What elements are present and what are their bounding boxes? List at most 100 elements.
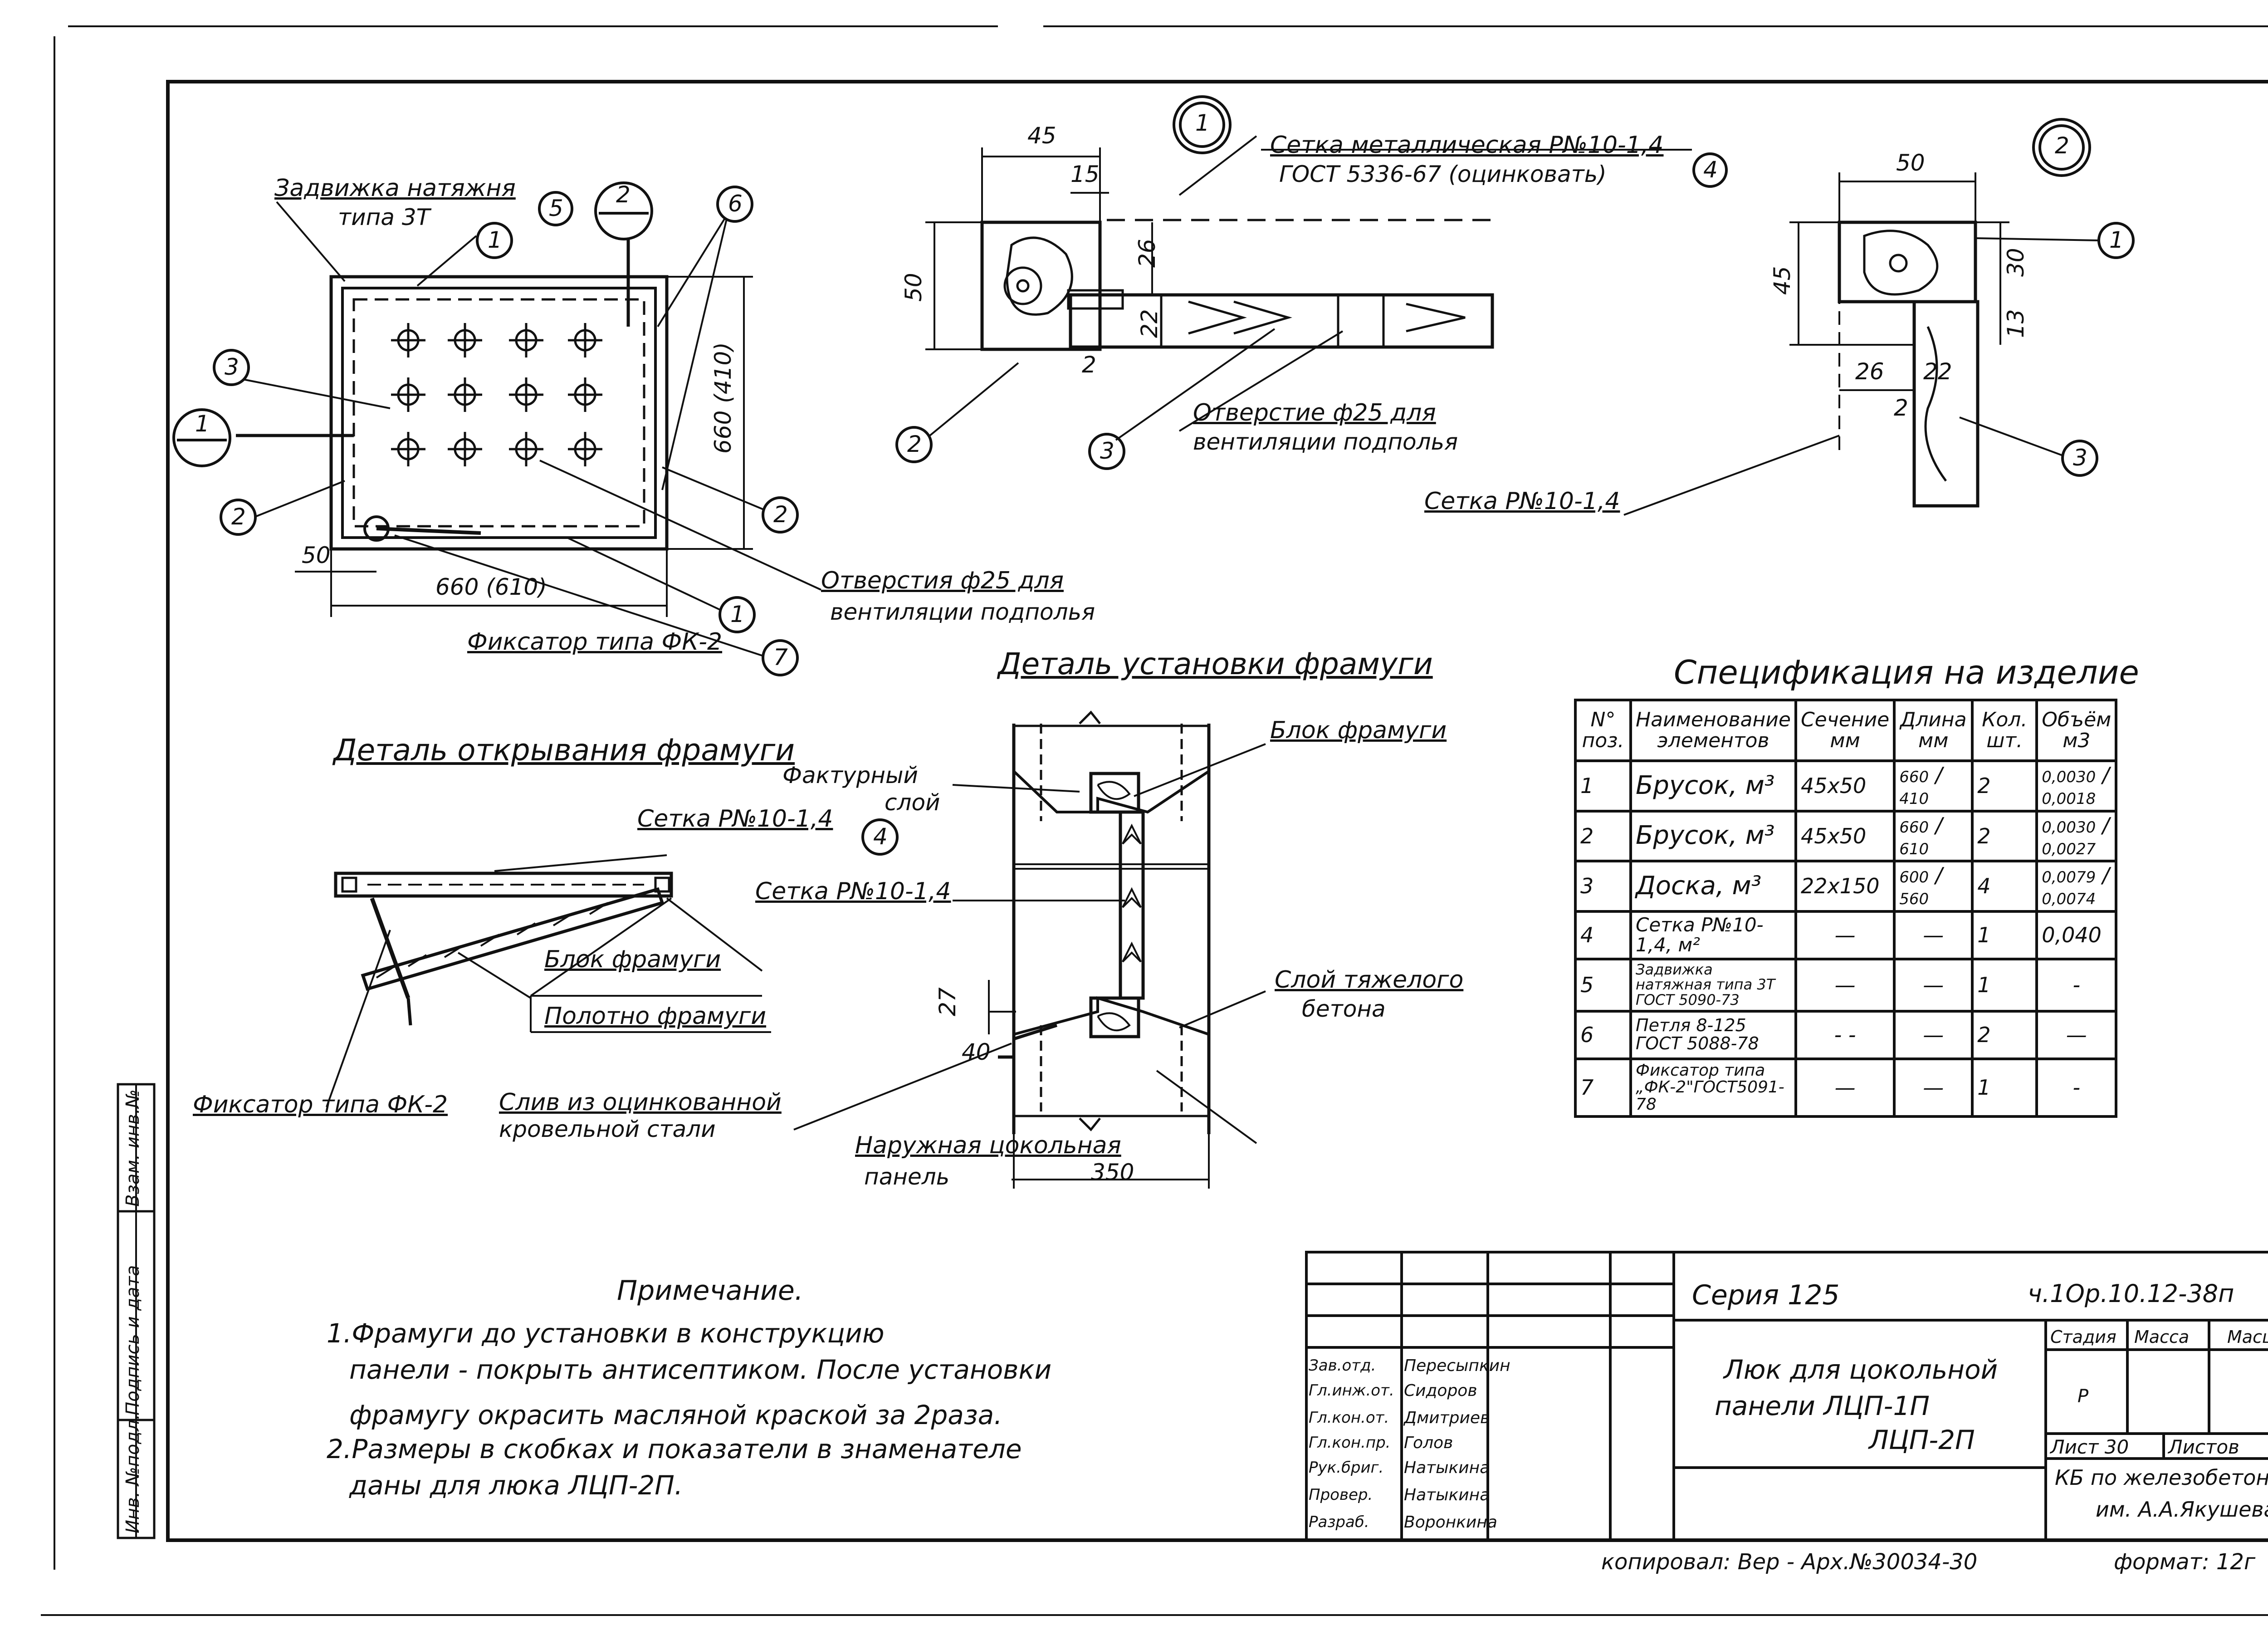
- section-1: [925, 135, 1692, 441]
- s1-dim-22: 22: [1136, 309, 1163, 338]
- stamp-mass-header: Масса: [2134, 1327, 2190, 1347]
- latch-type-label: типа 3Т: [338, 204, 430, 230]
- stamp-org-2: им. А.А.Якушева: [2096, 1497, 2268, 1522]
- callout-4b: 4: [873, 823, 888, 850]
- callout-5: 5: [549, 195, 563, 221]
- dim-660-410: 660 (410): [710, 342, 736, 454]
- spec-volume: —: [2035, 1009, 2118, 1060]
- spec-pos: 4: [1574, 910, 1632, 960]
- spec-pos: 7: [1574, 1057, 1632, 1118]
- detail-opening: [326, 854, 771, 1107]
- plan-fixator-label: Фиксатор типа ФК-2: [467, 628, 723, 656]
- spec-volume: -: [2035, 957, 2118, 1013]
- spec-h-volume: Объём м3: [2035, 699, 2118, 762]
- stamp-code: ч.1Ор.10.12-38п: [2028, 1279, 2234, 1308]
- spec-length: 660 / 610: [1893, 809, 1974, 863]
- stamp-title-2: панели ЛЦП-1П: [1715, 1390, 1930, 1421]
- spec-len-bot: 610: [1899, 840, 1929, 858]
- spec-table: N° поз. Наименование элементов Сечение м…: [1574, 699, 2118, 1118]
- spec-len-top: 600: [1899, 868, 1929, 887]
- stamp-person-5: Натыкина: [1404, 1459, 1490, 1477]
- spec-len-bot: 560: [1899, 890, 1929, 909]
- spec-length: 600 / 560: [1893, 860, 1974, 913]
- s2-dim-45: 45: [1769, 266, 1795, 295]
- s2-dim-30: 30: [2003, 248, 2029, 277]
- callout-2c: 2: [907, 431, 922, 457]
- spec-qty: 1: [1971, 910, 2038, 960]
- spec-h-length: Длина мм: [1893, 699, 1974, 762]
- spec-h-section: Сечение мм: [1794, 699, 1896, 762]
- spec-qty: 1: [1971, 1057, 2038, 1118]
- side-inv-replaced: Взам. инв.№: [122, 1089, 143, 1207]
- spec-section: —: [1794, 910, 1896, 960]
- s1-dim-15: 15: [1070, 161, 1100, 187]
- spec-pos: 1: [1574, 759, 1632, 813]
- textured-layer-label: Фактурный: [782, 762, 918, 788]
- latch-label: Задвижка натяжня: [274, 175, 516, 202]
- spec-length: —: [1893, 910, 1974, 960]
- stamp-stage: Р: [2077, 1386, 2089, 1407]
- s1-dim-2: 2: [1082, 352, 1096, 378]
- plan-view: [236, 201, 821, 656]
- stamp-person-6: Натыкина: [1404, 1486, 1490, 1504]
- spec-section: —: [1794, 1057, 1896, 1118]
- spec-pos: 2: [1574, 809, 1632, 863]
- spec-name: Брусок, м³: [1629, 759, 1797, 813]
- spec-qty: 2: [1971, 809, 2038, 863]
- stamp-person-3: Дмитриев: [1404, 1409, 1490, 1427]
- spec-h-pos: N° поз.: [1574, 699, 1632, 762]
- install-block-label: Блок фрамуги: [1270, 717, 1447, 744]
- spec-header-row: N° поз. Наименование элементов Сечение м…: [1574, 699, 2118, 762]
- stamp-role-1: Зав.отд.: [1309, 1356, 1376, 1375]
- dim-27: 27: [934, 987, 961, 1016]
- spec-volume: 0,0030 / 0,0027: [2035, 809, 2118, 863]
- stamp-person-4: Голов: [1404, 1434, 1453, 1452]
- s2-dim-50: 50: [1896, 150, 1925, 176]
- spec-length: —: [1893, 957, 1974, 1013]
- stamp-title-3: ЛЦП-2П: [1869, 1425, 1975, 1455]
- callout-3c: 3: [2073, 445, 2087, 471]
- spec-pos: 5: [1574, 957, 1632, 1013]
- spec-length: —: [1893, 1009, 1974, 1060]
- detail-install-title: Деталь установки фрамуги: [998, 646, 1433, 681]
- callout-7: 7: [773, 644, 788, 671]
- callout-1b: 1: [730, 601, 745, 627]
- spec-volume: 0,0030 / 0,0018: [2035, 759, 2118, 813]
- holes-label: Отверстия ф25 для: [821, 567, 1064, 594]
- dim-350: 350: [1091, 1159, 1134, 1185]
- spec-h-name: Наименование элементов: [1629, 699, 1797, 762]
- spec-vol-top: 0,0030: [2042, 768, 2096, 786]
- heavy-concrete-label-2: бетона: [1302, 996, 1386, 1022]
- callout-1c: 1: [2109, 227, 2124, 253]
- callout-1a: 1: [488, 227, 502, 253]
- stamp-role-6: Провер.: [1309, 1486, 1373, 1504]
- hole-label: Отверстие ф25 для: [1193, 399, 1436, 426]
- spec-len-bot: 410: [1899, 790, 1929, 808]
- install-mesh-label: Сетка Р№10-1,4: [755, 878, 951, 905]
- callout-circles: [172, 95, 2135, 856]
- table-row: 3 Доска, м³ 22x150 600 / 560 4 0,0079 / …: [1574, 860, 2118, 913]
- textured-layer-label-2: слой: [885, 789, 940, 816]
- spec-section: —: [1794, 957, 1896, 1013]
- stamp-person-1: Пересыпкин: [1404, 1356, 1510, 1375]
- spec-vol-bot: 0,0027: [2042, 840, 2096, 858]
- callout-4a: 4: [1703, 157, 1718, 183]
- side-sign-date: Подпись и дата: [122, 1265, 143, 1415]
- s2-dim-26: 26: [1855, 358, 1884, 385]
- spec-name: Брусок, м³: [1629, 809, 1797, 863]
- spec-name: Доска, м³: [1629, 860, 1797, 913]
- stamp-person-7: Воронкина: [1404, 1513, 1497, 1532]
- spec-vol-top: 0,0030: [2042, 818, 2096, 837]
- table-row: 4 Сетка Р№10-1,4, м² — — 1 0,040: [1574, 910, 2118, 960]
- note-line-2: панели - покрыть антисептиком. После уст…: [349, 1354, 1052, 1385]
- stamp-series: Серия 125: [1692, 1279, 1840, 1311]
- hole-label-2: вентиляции подполья: [1193, 429, 1458, 455]
- table-row: 6 Петля 8-125 ГОСТ 5088-78 - - — 2 —: [1574, 1009, 2118, 1060]
- s1-dim-26: 26: [1134, 239, 1160, 268]
- mesh-metal-label: Сетка металлическая Р№10-1,4: [1270, 132, 1664, 159]
- spec-qty: 4: [1971, 860, 2038, 913]
- spec-qty: 2: [1971, 1009, 2038, 1060]
- dim-660-610: 660 (610): [435, 574, 547, 600]
- spec-h-qty: Кол. шт.: [1971, 699, 2038, 762]
- callout-3b: 3: [1100, 438, 1114, 464]
